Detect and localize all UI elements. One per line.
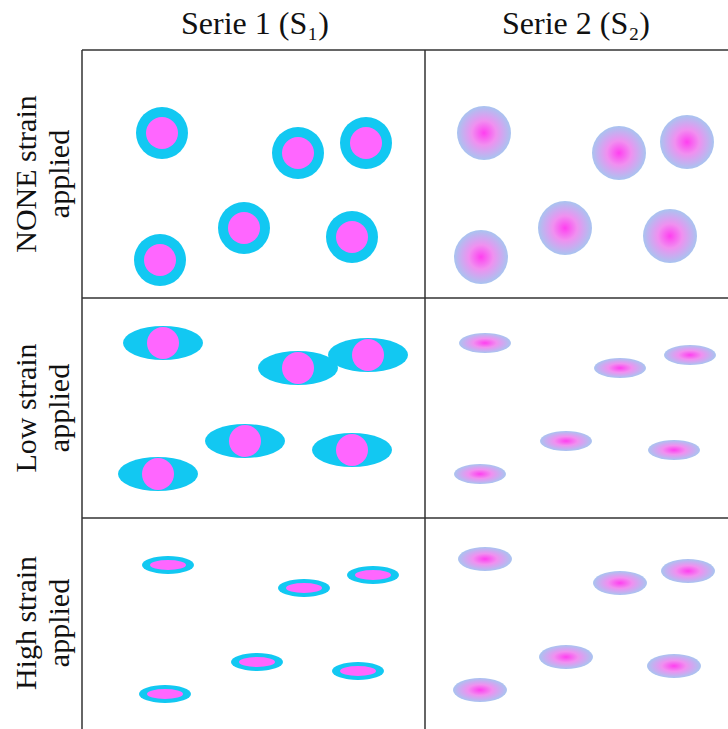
core — [282, 137, 314, 169]
graded-particle — [647, 654, 701, 678]
core — [228, 212, 260, 244]
shell — [136, 107, 188, 159]
shell — [312, 433, 392, 467]
graded-particle — [454, 230, 508, 284]
shell — [272, 127, 324, 179]
shell — [218, 202, 270, 254]
shell — [278, 579, 330, 597]
shell — [139, 685, 191, 703]
graded-particle — [539, 645, 593, 669]
core — [147, 689, 183, 699]
core — [336, 434, 368, 466]
core — [350, 127, 382, 159]
core — [336, 221, 368, 253]
shell — [347, 566, 399, 584]
shell — [328, 338, 408, 372]
graded-particle — [459, 333, 511, 353]
shell — [205, 424, 285, 458]
graded-particle — [453, 678, 507, 702]
row-header: Low strain applied — [9, 308, 75, 508]
shell — [123, 326, 203, 360]
graded-particle — [643, 209, 697, 263]
row-header: NONE strain applied — [9, 74, 75, 274]
core — [150, 560, 186, 570]
core — [229, 425, 261, 457]
graded-particle — [538, 201, 592, 255]
row-header: High strain applied — [9, 523, 75, 723]
graded-particle — [454, 464, 506, 484]
shell — [118, 457, 198, 491]
shell — [332, 662, 384, 680]
core — [286, 583, 322, 593]
core — [282, 352, 314, 384]
core — [355, 570, 391, 580]
shell — [134, 234, 186, 286]
core — [144, 244, 176, 276]
graded-particle — [648, 440, 700, 460]
graded-particle — [593, 571, 647, 595]
graded-particle — [594, 358, 646, 378]
graded-particle — [664, 345, 716, 365]
core — [147, 327, 179, 359]
particles — [118, 106, 716, 703]
shell — [258, 351, 338, 385]
core — [239, 657, 275, 667]
shell — [326, 211, 378, 263]
graded-particle — [592, 126, 646, 180]
table-grid — [82, 50, 728, 729]
graded-particle — [458, 547, 512, 571]
core — [352, 339, 384, 371]
shell — [142, 556, 194, 574]
graded-particle — [540, 431, 592, 451]
graded-particle — [457, 106, 511, 160]
column-header: Serie 1 (S₁) — [105, 6, 405, 41]
column-header: Serie 2 (S₂) — [426, 6, 726, 41]
shell — [231, 653, 283, 671]
core — [142, 458, 174, 490]
graded-particle — [660, 115, 714, 169]
graded-particle — [661, 559, 715, 583]
core — [340, 666, 376, 676]
core — [146, 117, 178, 149]
shell — [340, 117, 392, 169]
